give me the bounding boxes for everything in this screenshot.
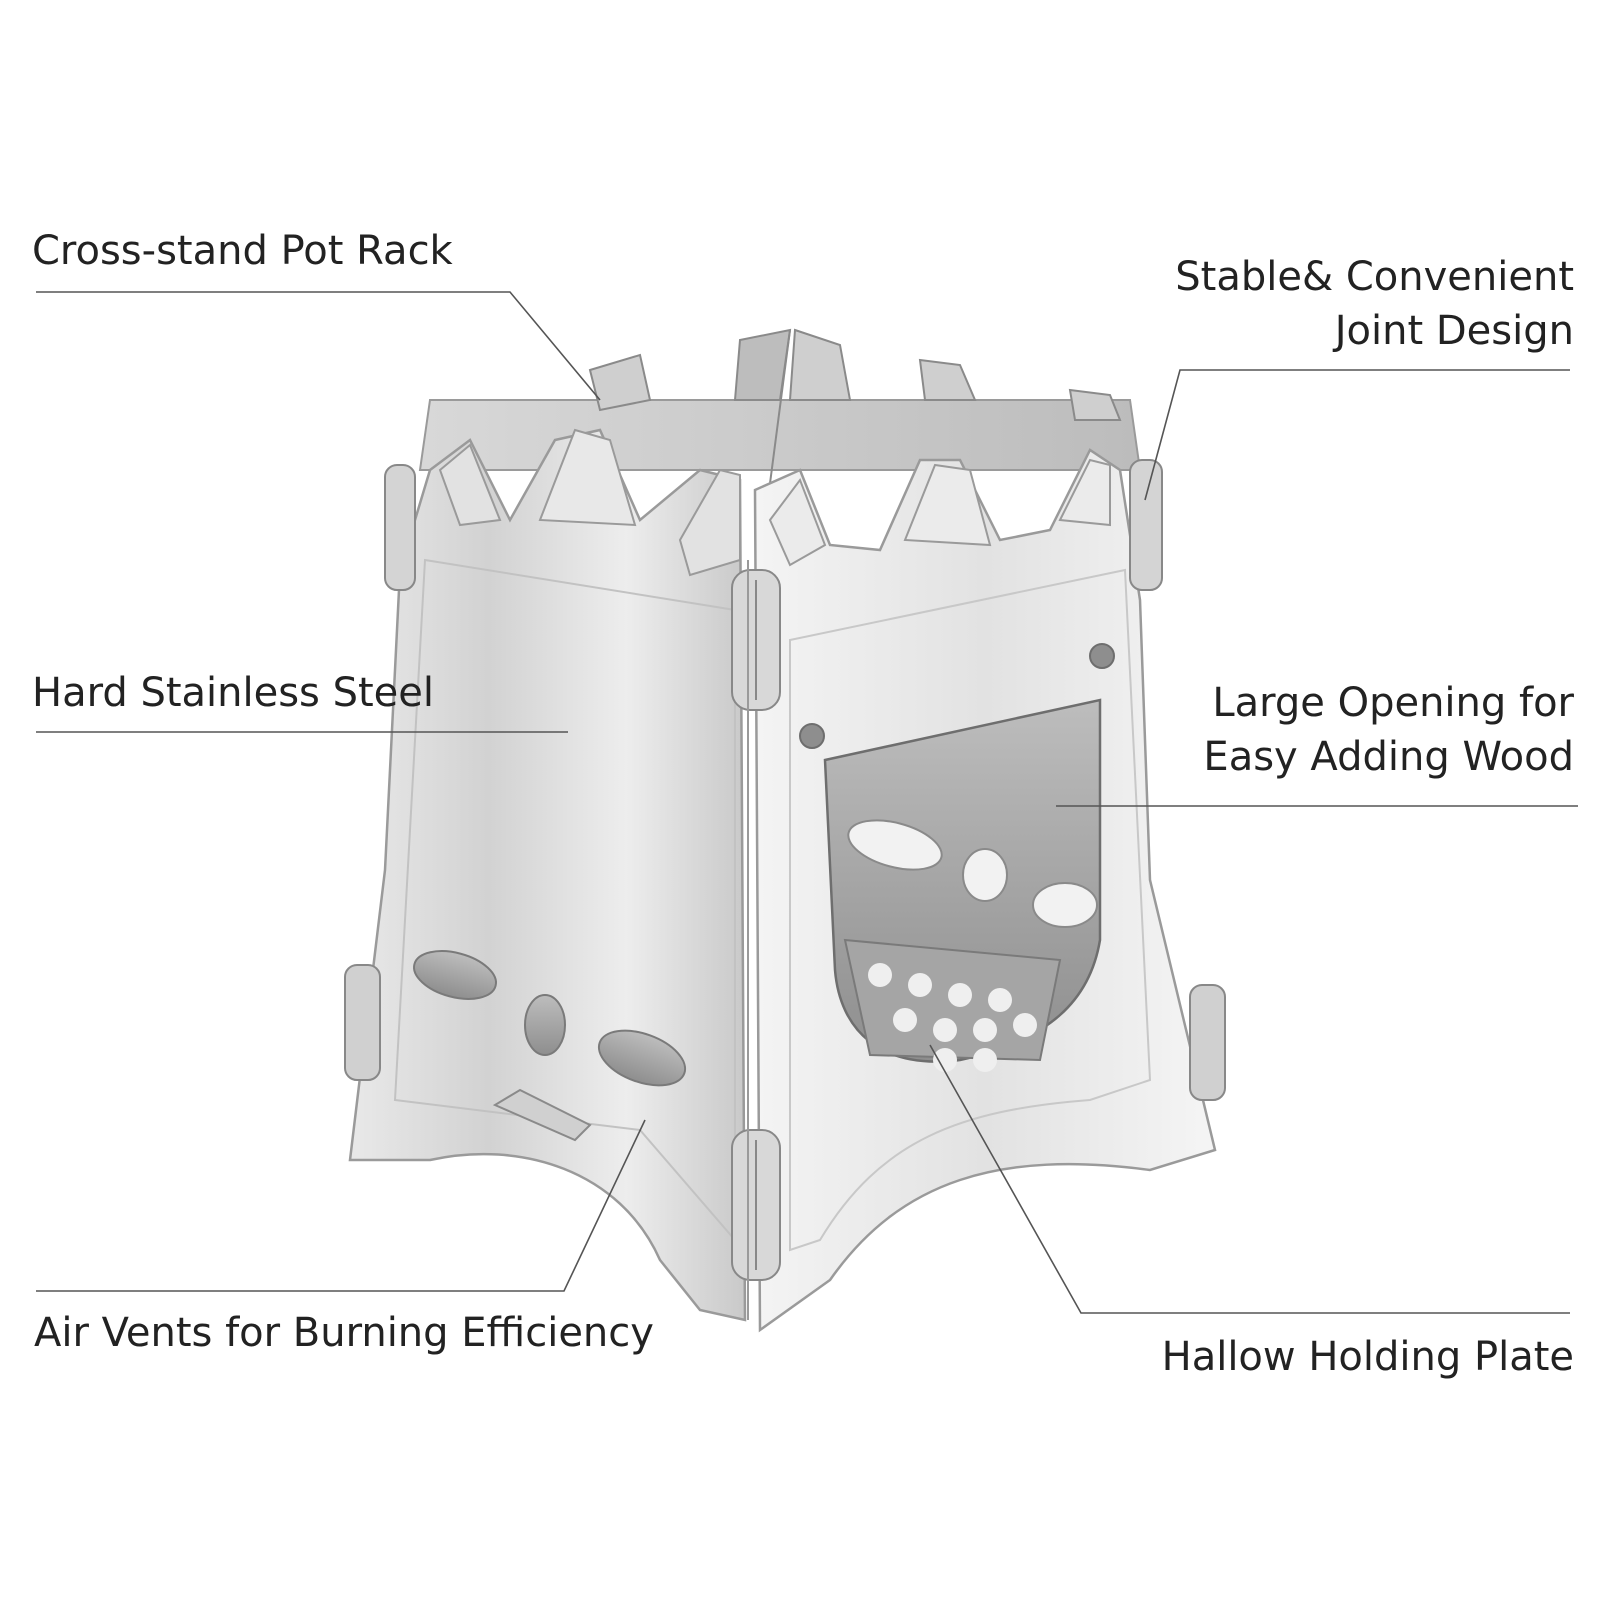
callout-hard-stainless-steel: Hard Stainless Steel (32, 670, 435, 716)
callout-cross-stand-pot-rack: Cross-stand Pot Rack (32, 228, 453, 274)
callout-hallow-holding-plate: Hallow Holding Plate (1161, 1334, 1574, 1380)
hallow-holding-plate (843, 938, 1062, 1072)
leader-line-joint (1144, 369, 1570, 501)
callout-joint-design: Stable& Convenient Joint Design (1175, 250, 1574, 358)
left-stove-panel (348, 428, 747, 1322)
callout-joint-design-line-1: Stable& Convenient (1175, 254, 1574, 300)
leader-line-plate (929, 1044, 1570, 1314)
callout-large-opening-line-2: Easy Adding Wood (1203, 734, 1574, 780)
callout-large-opening-line-1: Large Opening for (1212, 680, 1574, 726)
leader-line-pot-rack (36, 291, 601, 401)
callout-large-opening: Large Opening for Easy Adding Wood (1203, 676, 1574, 784)
right-stove-panel (753, 448, 1217, 1333)
callout-leader-lines (36, 291, 1578, 1314)
air-vents (413, 950, 687, 1087)
hinge-joints (344, 459, 1226, 1320)
leader-line-air-vents (36, 1119, 646, 1292)
callout-joint-design-line-2: Joint Design (1334, 308, 1574, 354)
callout-air-vents: Air Vents for Burning Efficiency (34, 1310, 654, 1356)
